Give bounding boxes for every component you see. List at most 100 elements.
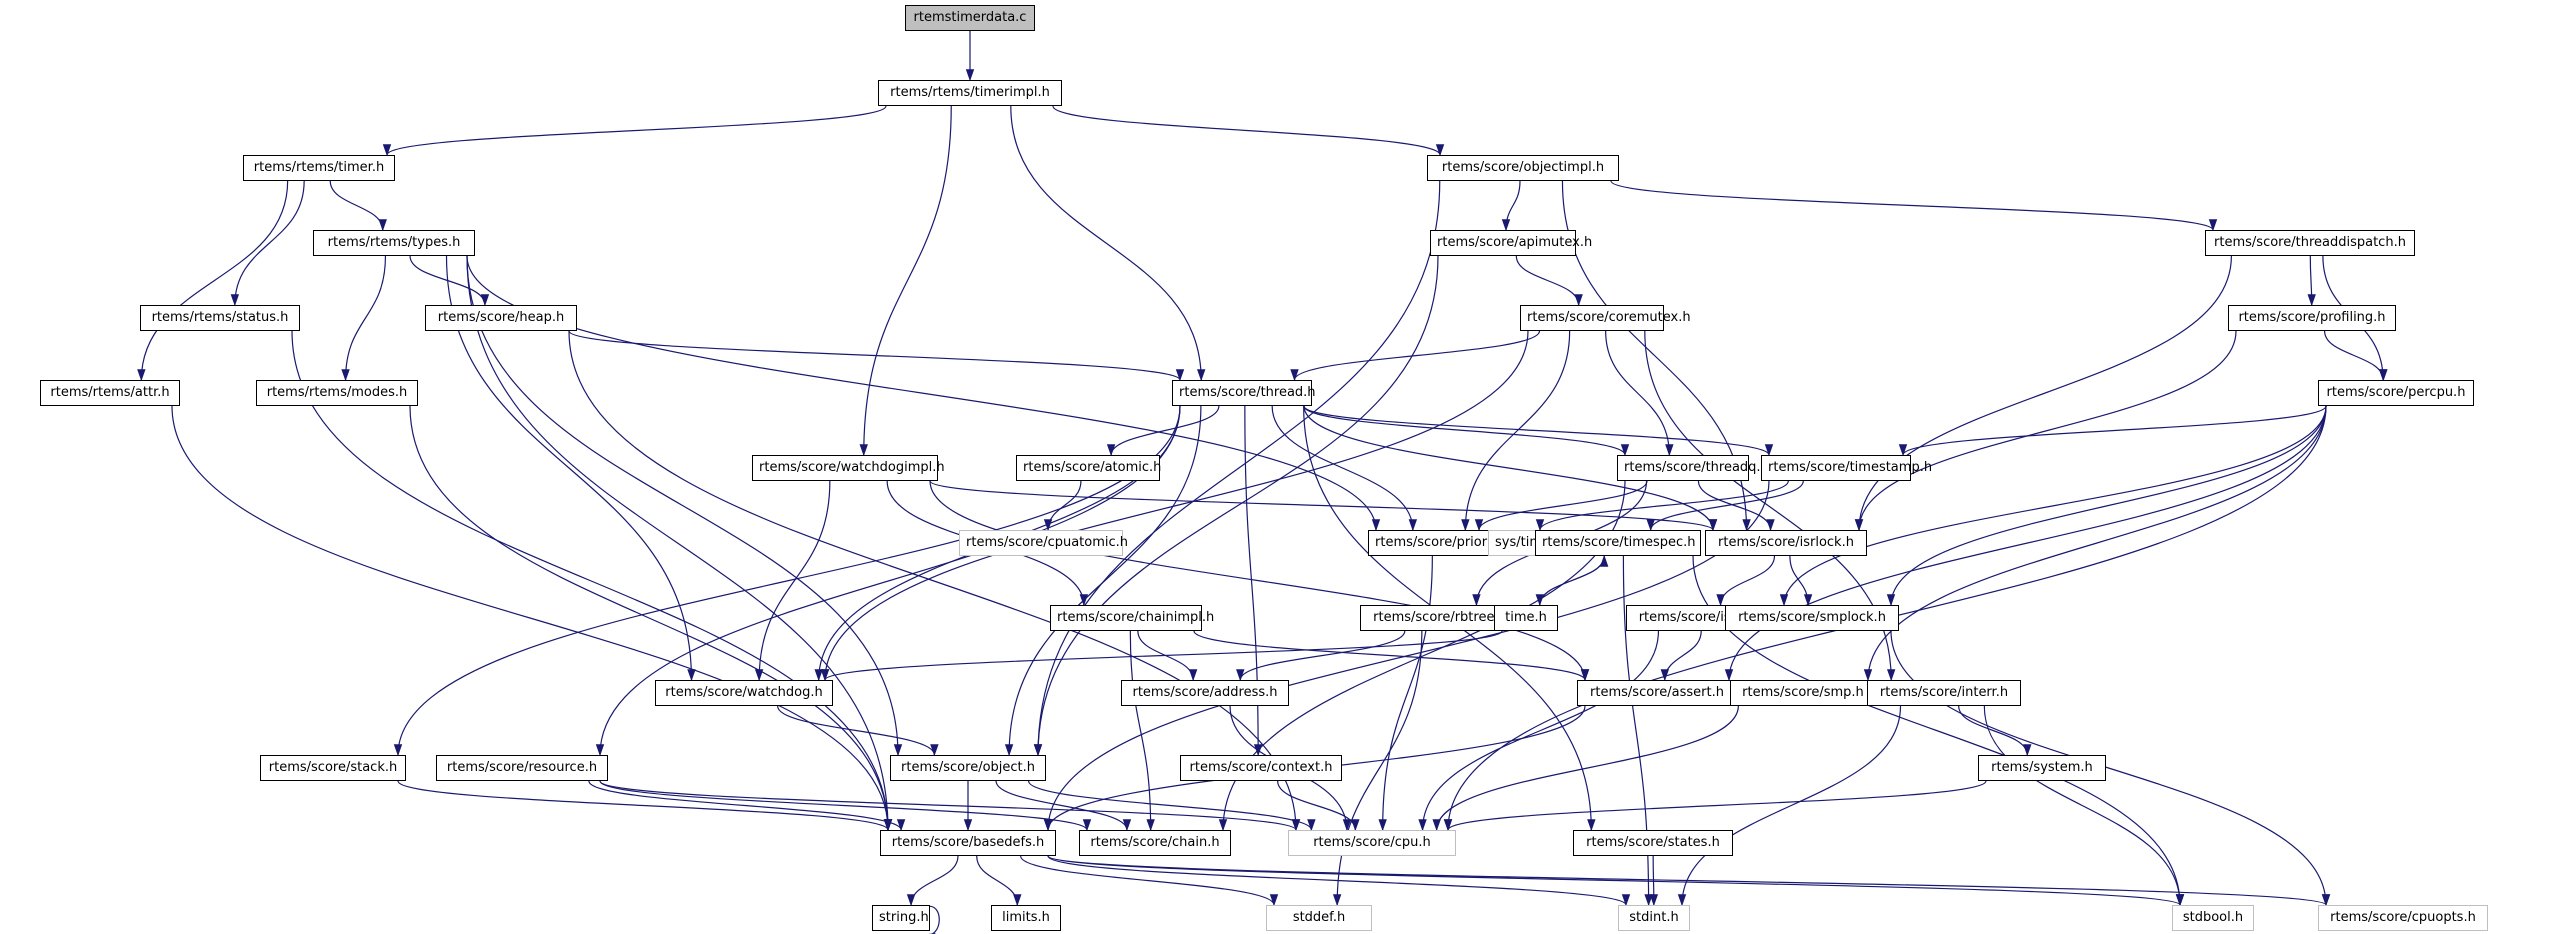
node-objectimpl[interactable]: rtems/score/objectimpl.h bbox=[1427, 155, 1619, 181]
edge-apimutex-to-coremutex bbox=[1515, 255, 1583, 307]
node-address[interactable]: rtems/score/address.h bbox=[1121, 680, 1289, 706]
node-watchdog[interactable]: rtems/score/watchdog.h bbox=[655, 680, 833, 706]
edge-object-to-chain bbox=[995, 780, 1132, 832]
node-timerimpl[interactable]: rtems/rtems/timerimpl.h bbox=[878, 80, 1062, 106]
edge-basedefs-to-stdint bbox=[1047, 855, 1630, 907]
node-stack[interactable]: rtems/score/stack.h bbox=[260, 755, 406, 781]
node-isrlock[interactable]: rtems/score/isrlock.h bbox=[1705, 530, 1867, 556]
node-root: rtemstimerdata.c bbox=[905, 5, 1035, 31]
node-assert[interactable]: rtems/score/assert.h bbox=[1577, 680, 1737, 706]
edge-coremutex-to-watchdog bbox=[820, 330, 1529, 682]
node-stdint: stdint.h bbox=[1618, 905, 1690, 931]
node-timeh[interactable]: time.h bbox=[1494, 605, 1558, 631]
node-rbtree[interactable]: rtems/score/rbtree.h bbox=[1360, 605, 1520, 631]
edge-attr-to-basedefs bbox=[171, 405, 893, 832]
node-chain[interactable]: rtems/score/chain.h bbox=[1079, 830, 1231, 856]
node-thread[interactable]: rtems/score/thread.h bbox=[1172, 380, 1316, 406]
node-attr[interactable]: rtems/rtems/attr.h bbox=[40, 380, 180, 406]
edge-threadq-to-isrlock bbox=[1697, 480, 1775, 532]
edge-heap-to-thread bbox=[568, 330, 1184, 382]
edge-basedefs-to-limits bbox=[976, 855, 1022, 907]
node-profiling[interactable]: rtems/score/profiling.h bbox=[2228, 305, 2396, 331]
edge-chainimpl-to-assert bbox=[1193, 630, 1590, 682]
edge-percpu-to-timestamp bbox=[1898, 405, 2327, 457]
edge-percpu-to-smplock bbox=[1886, 405, 2327, 607]
edge-resource-to-basedefs bbox=[588, 780, 906, 832]
node-watchdogimpl[interactable]: rtems/score/watchdogimpl.h bbox=[752, 455, 945, 481]
edge-interr-to-stdbool bbox=[1983, 705, 2185, 907]
node-cpu: rtems/score/cpu.h bbox=[1288, 830, 1456, 856]
edge-percpu-to-smp bbox=[1863, 405, 2327, 682]
node-cpuatomic: rtems/score/cpuatomic.h bbox=[959, 530, 1128, 556]
node-modes[interactable]: rtems/rtems/modes.h bbox=[256, 380, 418, 406]
edge-context-to-cpu bbox=[1277, 780, 1360, 832]
node-stddef: stddef.h bbox=[1266, 905, 1372, 931]
edge-timeh-to-timespec bbox=[1539, 554, 1609, 606]
edge-timeh-to-watchdog bbox=[821, 630, 1503, 682]
edge-chainimpl-to-chain bbox=[1129, 630, 1155, 832]
node-timer[interactable]: rtems/rtems/timer.h bbox=[243, 155, 395, 181]
edge-rbtree-to-address bbox=[1236, 630, 1406, 682]
edge-timer-to-attr bbox=[137, 180, 289, 382]
edge-status-to-basedefs bbox=[291, 330, 893, 832]
node-stdbool: stdbool.h bbox=[2172, 905, 2254, 931]
edge-stringh-to-stringh bbox=[922, 905, 940, 934]
node-coremutex[interactable]: rtems/score/coremutex.h bbox=[1520, 305, 1691, 331]
edge-states-to-stdint bbox=[1649, 855, 1659, 907]
edge-priority-to-cpu bbox=[1378, 555, 1433, 832]
node-smplock[interactable]: rtems/score/smplock.h bbox=[1725, 605, 1899, 631]
edge-profiling-to-isrlock bbox=[1854, 330, 2237, 532]
node-interr[interactable]: rtems/score/interr.h bbox=[1867, 680, 2021, 706]
edge-coremutex-to-priority bbox=[1461, 330, 1571, 532]
node-context[interactable]: rtems/score/context.h bbox=[1180, 755, 1342, 781]
node-percpu[interactable]: rtems/score/percpu.h bbox=[2318, 380, 2474, 406]
node-timestamp[interactable]: rtems/score/timestamp.h bbox=[1761, 455, 1932, 481]
node-threaddispatch[interactable]: rtems/score/threaddispatch.h bbox=[2205, 230, 2415, 256]
node-basedefs[interactable]: rtems/score/basedefs.h bbox=[880, 830, 1056, 856]
edge-basedefs-to-cpuopts bbox=[1047, 855, 2330, 907]
node-smp[interactable]: rtems/score/smp.h bbox=[1730, 680, 1876, 706]
node-types[interactable]: rtems/rtems/types.h bbox=[313, 230, 475, 256]
node-timespec[interactable]: rtems/score/timespec.h bbox=[1535, 530, 1701, 556]
edge-timestamp-to-systime bbox=[1535, 480, 1789, 532]
node-states[interactable]: rtems/score/states.h bbox=[1573, 830, 1733, 856]
node-limits[interactable]: limits.h bbox=[991, 905, 1061, 931]
edge-thread-to-timestamp bbox=[1303, 405, 1773, 457]
node-atomic[interactable]: rtems/score/atomic.h bbox=[1016, 455, 1161, 481]
edge-thread-to-object bbox=[1004, 405, 1202, 757]
edge-watchdog-to-object bbox=[777, 705, 939, 757]
edge-thread-to-isrlock bbox=[1303, 405, 1718, 532]
edge-modes-to-basedefs bbox=[409, 405, 893, 832]
node-cpuopts: rtems/score/cpuopts.h bbox=[2318, 905, 2488, 931]
edge-types-to-basedefs bbox=[466, 255, 893, 832]
node-status[interactable]: rtems/rtems/status.h bbox=[140, 305, 300, 331]
edge-isrlevel-to-cpu bbox=[1418, 630, 1660, 832]
edge-isrlock-to-smplock bbox=[1789, 555, 1813, 607]
edge-interr-to-system bbox=[1958, 705, 2032, 757]
node-stringh[interactable]: string.h bbox=[872, 905, 930, 931]
edge-types-to-object bbox=[466, 255, 903, 757]
edge-thread-to-atomic bbox=[1106, 405, 1220, 457]
edge-object-to-cpu bbox=[1028, 780, 1316, 832]
node-heap[interactable]: rtems/score/heap.h bbox=[425, 305, 577, 331]
edge-timerimpl-to-thread bbox=[1010, 105, 1206, 382]
edge-threaddispatch-to-isrlock bbox=[1854, 255, 2232, 532]
edge-thread-to-priority bbox=[1271, 405, 1418, 532]
node-threadq[interactable]: rtems/score/threadq.h bbox=[1617, 455, 1769, 481]
edge-system-to-cpu bbox=[1444, 780, 1987, 832]
node-object[interactable]: rtems/score/object.h bbox=[890, 755, 1046, 781]
node-apimutex[interactable]: rtems/score/apimutex.h bbox=[1430, 230, 1592, 256]
edge-heap-to-cpu bbox=[568, 330, 1301, 832]
edge-threadq-to-priority bbox=[1474, 480, 1648, 532]
edge-types-to-watchdog bbox=[445, 255, 696, 682]
edge-percpu-to-isrlevel bbox=[1779, 405, 2327, 607]
edge-objectimpl-to-apimutex bbox=[1501, 180, 1521, 232]
edge-coremutex-to-thread bbox=[1290, 330, 1541, 382]
node-chainimpl[interactable]: rtems/score/chainimpl.h bbox=[1050, 605, 1214, 631]
edge-watchdogimpl-to-assert bbox=[929, 480, 1590, 682]
edge-rbtree-to-stddef bbox=[1332, 630, 1423, 907]
node-system[interactable]: rtems/system.h bbox=[1978, 755, 2106, 781]
node-resource[interactable]: rtems/score/resource.h bbox=[436, 755, 608, 781]
